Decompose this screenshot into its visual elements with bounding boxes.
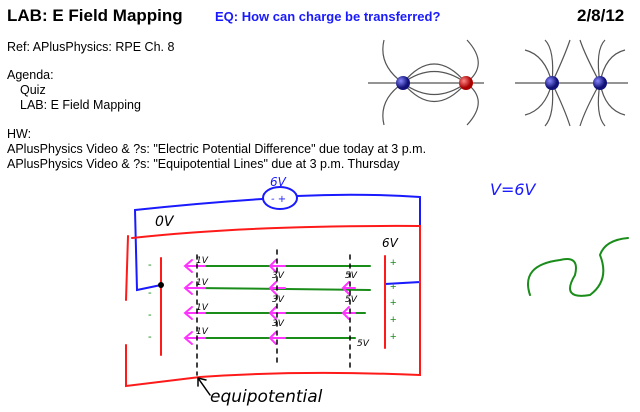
- label-3v: 3V: [272, 319, 285, 329]
- sketch-group: -: [148, 331, 152, 343]
- dipole-field-diagram: [368, 39, 484, 126]
- battery-label: 6V: [270, 175, 287, 189]
- label-5v: 5V: [345, 295, 358, 305]
- sketch-group: +: [390, 257, 396, 269]
- green-squiggle: [527, 237, 629, 297]
- date: 2/8/12: [577, 6, 625, 25]
- sketch-group: [194, 237, 629, 339]
- sketch-group: -: [148, 309, 152, 321]
- sketch-group: -: [148, 259, 152, 271]
- sketch-group: [183, 259, 356, 345]
- essential-question: EQ: How can charge be transferred?: [215, 9, 441, 24]
- circuit-sketch: - - - - + + + + +: [125, 186, 629, 396]
- sketch-group: 6V - + 0V 6V V=6V 1V 1V 1V 1V 3V 3V 3V 5…: [155, 175, 537, 407]
- positive-charge: [545, 76, 559, 90]
- label-3v: 3V: [272, 295, 285, 305]
- sketch-group: [196, 249, 351, 376]
- battery-icon: [262, 186, 298, 210]
- hw-item: APlusPhysics Video & ?s: "Electric Poten…: [7, 142, 427, 156]
- arrow-icon: [197, 377, 211, 396]
- right-plate-label: 6V: [382, 236, 399, 250]
- agenda-item: Quiz: [20, 83, 46, 97]
- agenda-heading: Agenda:: [7, 68, 54, 82]
- sketch-group: +: [390, 314, 396, 326]
- like-charges-field-diagram: [515, 39, 628, 127]
- sketch-group: -: [148, 287, 152, 299]
- sketch-group: - - - - + + + + +: [148, 257, 396, 343]
- negative-charge: [459, 76, 473, 90]
- label-5v: 5V: [357, 339, 370, 349]
- hw-item: APlusPhysics Video & ?s: "Equipotential …: [7, 157, 400, 171]
- label-1v: 1V: [196, 327, 209, 337]
- sketch-group: +: [390, 331, 396, 343]
- positive-charge: [593, 76, 607, 90]
- sketch-group: +: [390, 281, 396, 293]
- agenda-item: LAB: E Field Mapping: [20, 98, 141, 112]
- label-1v: 1V: [196, 303, 209, 313]
- label-1v: 1V: [196, 278, 209, 288]
- label-1v: 1V: [196, 256, 209, 266]
- page-title: LAB: E Field Mapping: [7, 6, 183, 25]
- battery-symbol: - +: [271, 194, 286, 205]
- label-5v: 5V: [345, 271, 358, 281]
- voltage-note: V=6V: [490, 180, 537, 199]
- reference: Ref: APlusPhysics: RPE Ch. 8: [7, 40, 175, 54]
- sketch-group: +: [390, 297, 396, 309]
- label-3v: 3V: [272, 271, 285, 281]
- hw-heading: HW:: [7, 127, 32, 141]
- equipotential-label: equipotential: [210, 387, 323, 407]
- left-plate-label: 0V: [155, 214, 175, 230]
- positive-charge: [396, 76, 410, 90]
